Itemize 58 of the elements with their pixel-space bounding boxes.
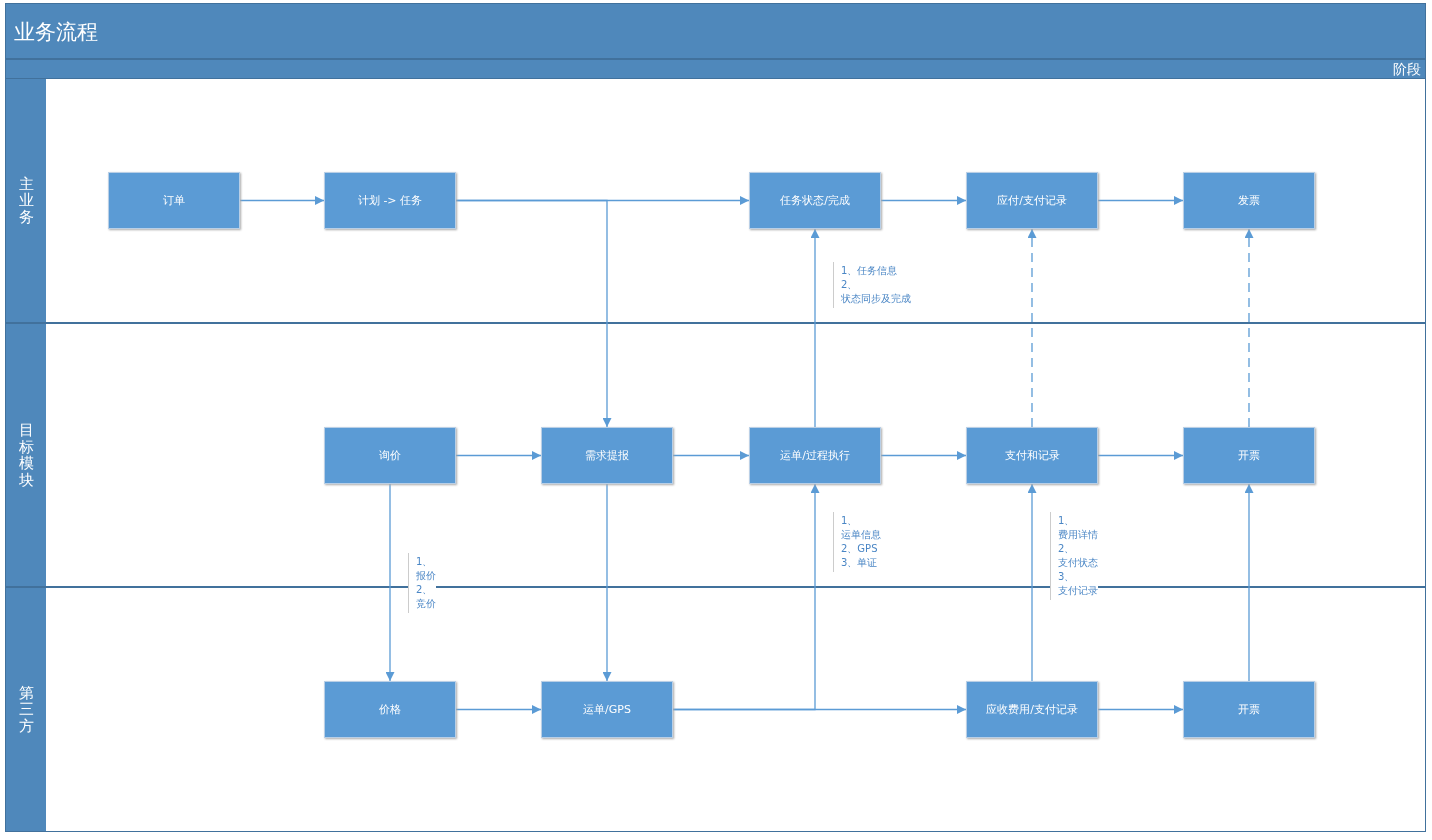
process-box (749, 427, 881, 484)
process-box (966, 427, 1098, 484)
box-label: 任务状态/完成 (780, 193, 850, 208)
arrow (810, 228, 820, 428)
arrow (1027, 483, 1037, 682)
swimlane (5, 587, 1426, 832)
process-box (541, 427, 673, 484)
box-label: 订单 (163, 193, 185, 208)
lane-title: 目标模块 (18, 422, 34, 488)
box-label: 价格 (379, 702, 401, 717)
arrow (1244, 228, 1254, 428)
arrow (672, 451, 750, 460)
box-label: 应收费用/支付记录 (986, 702, 1078, 717)
arrow (880, 451, 967, 460)
swimlane (5, 323, 1426, 587)
box-label: 支付和记录 (1004, 448, 1060, 463)
arrow (1244, 483, 1254, 682)
process-box (1183, 427, 1315, 484)
box-label: 开票 (1238, 702, 1260, 717)
arrow (385, 483, 395, 682)
arrow (1097, 196, 1184, 205)
box-label: 需求提报 (585, 448, 629, 463)
edge-label: 1、报价 2、竞价 (408, 552, 436, 613)
arrow (1097, 451, 1184, 460)
arrow (672, 705, 967, 714)
process-box (749, 172, 881, 229)
box-label: 运单/过程执行 (780, 448, 850, 463)
process-box (108, 172, 240, 229)
process-box (966, 172, 1098, 229)
lane-title: 第三方 (18, 684, 34, 735)
box-label: 开票 (1238, 448, 1260, 463)
swimlane (5, 78, 1426, 323)
box-label: 发票 (1238, 193, 1260, 208)
box-label: 询价 (379, 448, 401, 463)
process-box (324, 172, 456, 229)
process-box (1183, 681, 1315, 738)
process-box (1183, 172, 1315, 229)
arrow (880, 196, 967, 205)
process-box (541, 681, 673, 738)
edge-label: 1、费用详情 2、支付状态 3、支付记录 (1050, 512, 1098, 600)
arrow (455, 705, 542, 714)
arrow (1097, 705, 1184, 714)
arrow (602, 483, 612, 682)
process-box (324, 427, 456, 484)
box-label: 运单/GPS (583, 702, 631, 717)
arrow (1027, 228, 1037, 428)
box-label: 应付/支付记录 (997, 193, 1067, 208)
process-box (966, 681, 1098, 738)
lane-title: 主业务 (18, 175, 34, 226)
edge-label: 1、任务信息 2、状态同步及完成 (833, 262, 911, 308)
arrow (455, 451, 542, 460)
phase-label: 阶段 (1393, 60, 1421, 78)
box-label: 计划 -> 任务 (357, 193, 423, 208)
arrow (455, 199, 612, 428)
diagram-title: 业务流程 (5, 3, 1426, 59)
process-box (324, 681, 456, 738)
arrow (239, 196, 325, 205)
edge-label: 1、运单信息 2、GPS 3、单证 (833, 512, 881, 572)
